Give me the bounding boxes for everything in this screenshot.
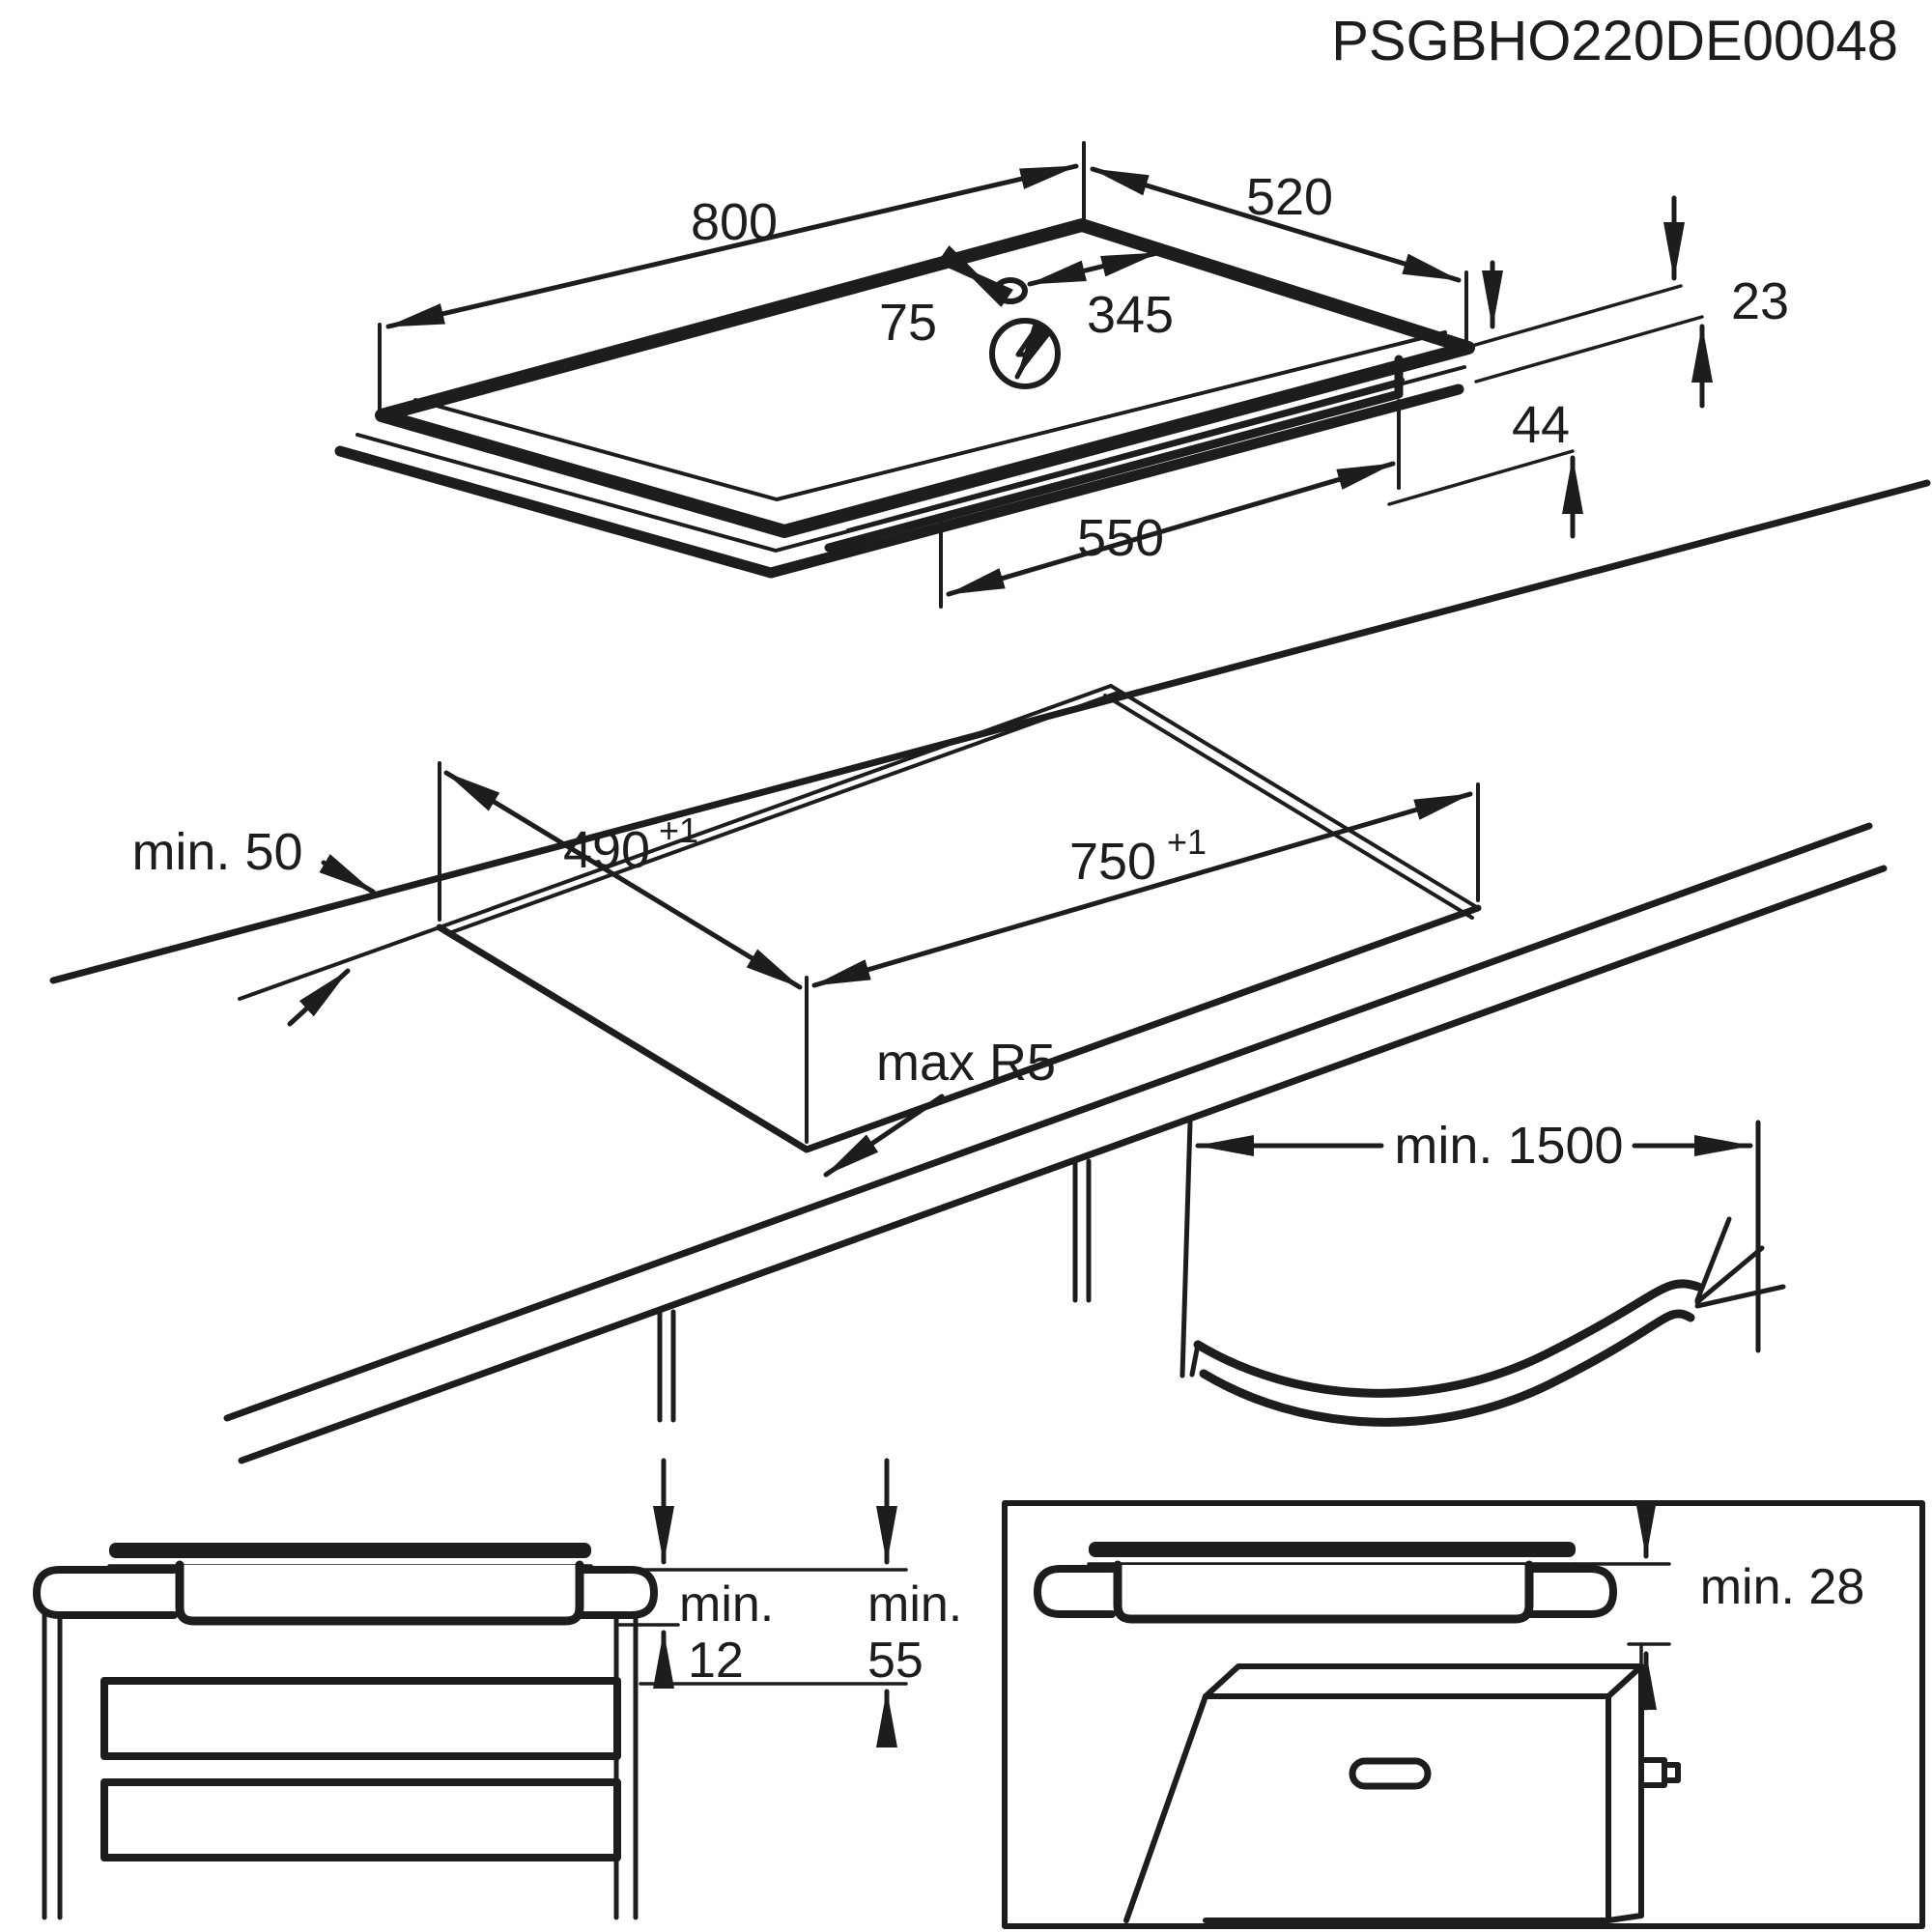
corner-radius-label: max R5 [876, 1034, 1056, 1092]
dimension-label-800: 800 [691, 193, 778, 251]
oven-handle [1349, 1757, 1432, 1790]
dimension-line-750 [811, 791, 1473, 988]
hob-glass-bevel-thin [355, 365, 1466, 553]
drawer-lower [100, 1778, 621, 1861]
lightning-icon [989, 318, 1061, 389]
dimension-label-44: 44 [1512, 396, 1570, 454]
cable-entry-point-icon [993, 277, 1028, 304]
dimension-label-345: 345 [1087, 286, 1174, 344]
worktop-section-left [33, 1566, 178, 1619]
dimension-line-800 [385, 163, 1079, 329]
worktop-cutout-view [223, 684, 1888, 1464]
cutout-back-extension [238, 925, 441, 1001]
hob-body-top-line [846, 378, 1405, 532]
dimension-label-550: 550 [1077, 509, 1164, 567]
drawer-upper [100, 1677, 621, 1760]
worktop-front-edge-top [223, 822, 1873, 1422]
worktop-leg-right [1072, 1158, 1092, 1303]
dimension-line-345 [1027, 250, 1160, 287]
dimension-line-490 [443, 770, 803, 990]
body-bottom-level-line [1387, 449, 1575, 506]
stripped-wires [1694, 1216, 1786, 1309]
worktop-section-right [576, 1566, 658, 1619]
dimension-line-75 [937, 245, 1013, 307]
cutout-front-edges [436, 904, 1482, 1153]
clearance-label-min50: min. 50 [131, 823, 302, 881]
glass-top-level-line [1470, 284, 1683, 348]
arrow-min50-upper [319, 854, 376, 895]
arrow-min50-lower [287, 968, 351, 1027]
hob-glass-bevel-thick [334, 384, 1464, 579]
dimension-label-23: 23 [1731, 272, 1789, 330]
clearance-label-min28: min. 28 [1700, 1559, 1865, 1615]
hob-glass-profile [109, 1543, 591, 1558]
cabinet-panel-right [613, 1612, 639, 1920]
dimension-label-490: 490 [563, 821, 650, 879]
hob-body-profile-right [1113, 1560, 1534, 1624]
gap-label-55: 55 [867, 1633, 923, 1689]
min-word-right: min. [867, 1577, 962, 1633]
hob-glass-inner-line [413, 330, 1447, 501]
worktop-back-edge-line [49, 479, 1931, 984]
drawing-code: PSGBHO220DE00048 [1331, 10, 1898, 72]
gap-label-12: 12 [688, 1633, 744, 1689]
view-border-box [1002, 1500, 1925, 1929]
hob-glass-profile-right [1089, 1542, 1576, 1557]
oven-knob [1638, 1757, 1681, 1788]
oven-icon [1123, 1642, 1681, 1923]
corner-radius-pointer [823, 1094, 945, 1178]
glass-bottom-level-line [1474, 315, 1704, 384]
worktop-leg-left [657, 1309, 676, 1423]
worktop-front-edge-bottom [238, 865, 1888, 1464]
cabinet-panel-left [42, 1612, 63, 1920]
min-word-left: min. [679, 1577, 774, 1633]
dimension-label-490-tolerance: +1 [659, 810, 698, 850]
worktop-section-right-2 [1525, 1565, 1617, 1618]
dimension-label-75: 75 [879, 294, 937, 352]
dimension-line-520 [1090, 166, 1462, 283]
dimension-label-750: 750 [1069, 833, 1156, 891]
oven-clearance-view [1002, 1499, 1925, 1929]
power-cable-icon [1189, 1216, 1786, 1427]
cable-bracket-left [1179, 1120, 1193, 1378]
cabinet-side-view [33, 1458, 908, 1920]
hob-body-profile [175, 1560, 584, 1626]
dimension-label-750-tolerance: +1 [1167, 822, 1207, 862]
worktop-section-left-2 [1034, 1565, 1116, 1618]
dimension-line-550 [946, 461, 1396, 597]
hob-isometric-view [49, 141, 1931, 984]
dimension-label-520: 520 [1246, 168, 1333, 226]
power-cable-view [1179, 1120, 1786, 1427]
cable-length-label: min. 1500 [1394, 1117, 1623, 1175]
